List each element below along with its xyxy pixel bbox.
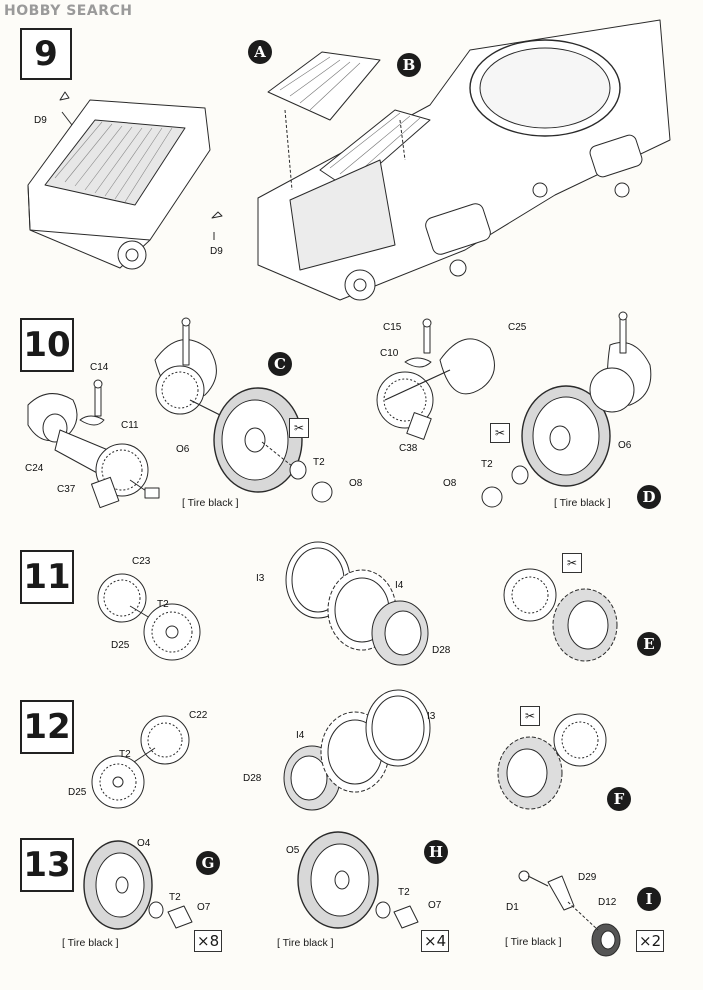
part-label-c38: C38 [399,443,418,454]
subassembly-g-badge: G [196,851,220,875]
subassembly-a-badge: A [248,40,272,64]
part-label-c15: C15 [383,322,402,333]
subassembly-h-badge: H [424,840,448,864]
paint-note-tire-13-i: [ Tire black ] [505,936,562,948]
part-label-c10: C10 [380,348,399,359]
step-13-wheel-h [297,831,419,929]
step-12-left-parts [91,715,190,809]
part-label-o8-left: O8 [349,478,363,489]
step-11-middle-parts [285,541,429,666]
paint-note-tire-10-right: [ Tire black ] [554,497,611,509]
paint-note-tire-10-left: [ Tire black ] [182,497,239,509]
subassembly-c-badge: C [268,352,292,376]
step-9-rear-hull [27,91,223,270]
step-13-number: 13 [20,838,74,892]
part-label-o8-right: O8 [443,478,457,489]
step-13-roller-i [518,870,621,957]
part-label-d25-12: D25 [68,787,87,798]
step-10-right-wheel [481,311,652,508]
step-10-left-wheel [154,317,333,503]
part-label-o7-g: O7 [197,902,211,913]
step-12-middle-parts [283,689,431,811]
part-label-c37: C37 [57,484,76,495]
paint-note-tire-13-g: [ Tire black ] [62,937,119,949]
part-label-i4-11: I4 [395,580,404,591]
part-label-i4-12: I4 [296,730,305,741]
part-label-o6-right: O6 [618,440,632,451]
part-label-d28-11: D28 [432,645,451,656]
part-label-d12: D12 [598,897,617,908]
part-label-c25: C25 [508,322,527,333]
subassembly-b-badge: B [397,53,421,77]
step-13-wheel-g [83,840,193,930]
part-label-c11: C11 [121,420,139,431]
part-label-t2-11: T2 [157,599,169,610]
part-label-o6-left: O6 [176,444,190,455]
part-label-d29: D29 [578,872,597,883]
part-label-d1: D1 [506,902,519,913]
no-glue-icon-11: ✂ [562,553,582,573]
step-11-right-assembly [503,568,618,662]
step-11-left-parts [97,573,201,661]
part-label-t2-10-right: T2 [481,459,493,470]
step-10-left-suspension [27,379,160,509]
subassembly-d-badge: D [637,485,661,509]
part-label-d9-top: D9 [34,115,47,126]
part-label-d28-12: D28 [243,773,262,784]
no-glue-icon: ✂ [289,418,309,438]
step-9-main-hull [257,19,671,301]
step-12-right-assembly [497,713,607,810]
step-10-right-suspension [376,318,495,440]
paint-note-tire-13-h: [ Tire black ] [277,937,334,949]
part-label-d25-11: D25 [111,640,130,651]
part-label-d9-bottom: D9 [210,246,223,257]
step-11-number: 11 [20,550,74,604]
part-label-c22: C22 [189,710,208,721]
subassembly-i-badge: I [637,887,661,911]
subassembly-f-badge: F [607,787,631,811]
no-glue-icon-10-right: ✂ [490,423,510,443]
part-label-o7-h: O7 [428,900,442,911]
part-label-c14: C14 [90,362,109,373]
part-label-t2-13-g: T2 [169,892,181,903]
step-12-number: 12 [20,700,74,754]
part-label-o4: O4 [137,838,151,849]
subassembly-e-badge: E [637,632,661,656]
quantity-x2: ×2 [636,930,665,952]
step-10-number: 10 [20,318,74,372]
part-label-i3-12: I3 [427,711,436,722]
part-label-t2-10-left: T2 [313,457,325,468]
no-glue-icon-12: ✂ [520,706,540,726]
part-label-i3-11: I3 [256,573,265,584]
part-label-c24: C24 [25,463,44,474]
part-label-t2-12: T2 [119,749,131,760]
step-9-number: 9 [20,28,72,80]
quantity-x4: ×4 [421,930,450,952]
part-label-t2-13-h: T2 [398,887,410,898]
watermark: HOBBY SEARCH [4,3,133,19]
quantity-x8: ×8 [194,930,223,952]
part-label-c23: C23 [132,556,151,567]
part-label-o5: O5 [286,845,300,856]
